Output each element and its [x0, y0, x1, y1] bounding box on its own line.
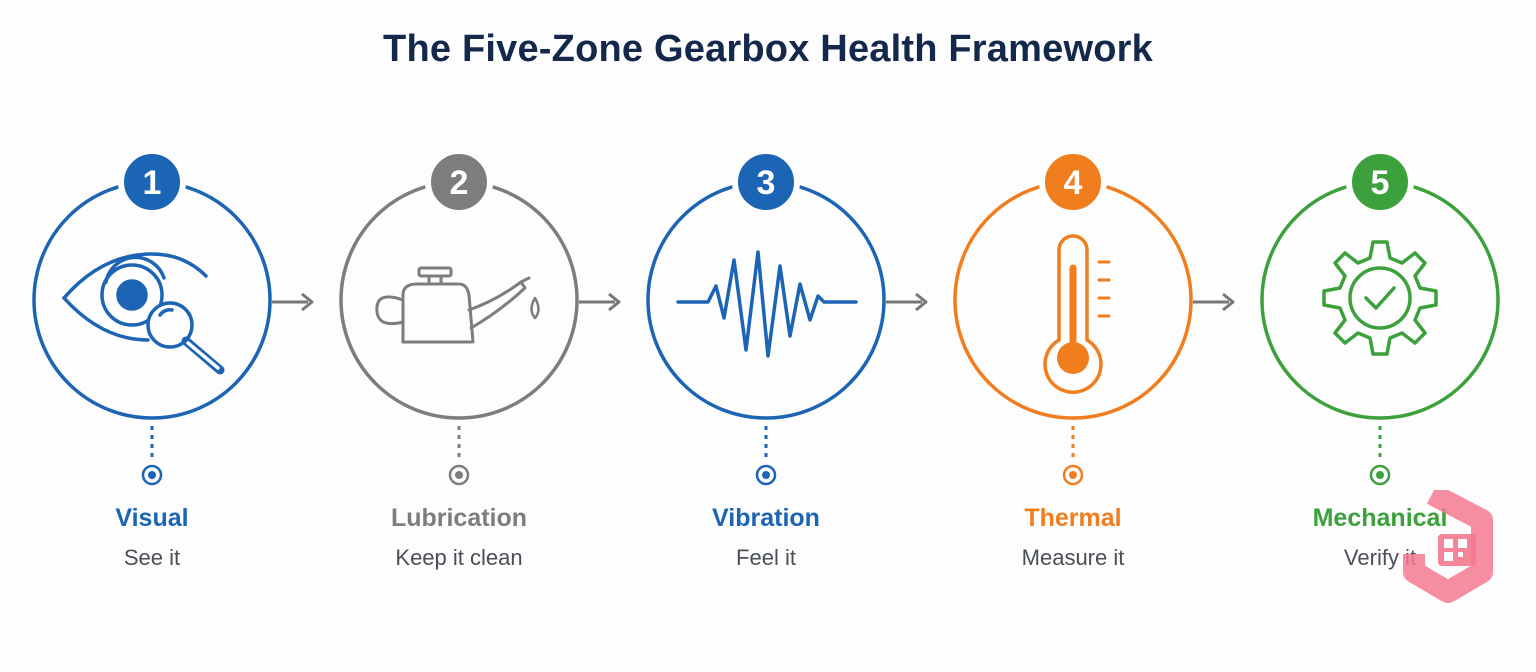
gear-check-icon [1322, 240, 1438, 356]
svg-text:1: 1 [143, 164, 162, 202]
zone-thermal-ring: 4 [953, 150, 1193, 486]
zone-vibration-name: Vibration [712, 504, 820, 532]
zone-lubrication-subtitle: Keep it clean [395, 545, 523, 570]
zone-visual-subtitle: See it [123, 545, 181, 570]
arrow-4-to-5 [1193, 292, 1235, 312]
svg-text:5: 5 [1371, 164, 1390, 202]
zone-lubrication: 2 Lubrication Keep it clean [309, 150, 609, 610]
page-title: The Five-Zone Gearbox Health Framework [383, 28, 1153, 70]
zone-vibration-subtitle: Feel it [736, 545, 796, 570]
arrow-3-to-4 [886, 292, 928, 312]
zone-visual-name: Visual [115, 504, 189, 532]
zone-visual-ring: 1 [32, 150, 272, 486]
oil-can-icon [375, 266, 540, 344]
zone-vibration-ring: 3 [646, 150, 886, 486]
zone-lubrication-ring: 2 [339, 150, 579, 486]
zone-mechanical-ring: 5 [1260, 150, 1500, 486]
watermark-logo [1403, 490, 1493, 603]
thermometer-icon [1043, 234, 1111, 394]
arrow-1-to-2 [272, 292, 314, 312]
vibration-wave-icon [676, 250, 858, 358]
svg-text:2: 2 [450, 164, 469, 202]
zone-lubrication-name: Lubrication [390, 504, 528, 532]
zone-visual: 1 Visual See it [2, 150, 302, 610]
svg-text:3: 3 [757, 164, 776, 202]
zone-mechanical: 5 Mechanical Verify it [1230, 150, 1530, 610]
arrow-2-to-3 [579, 292, 621, 312]
zone-thermal-subtitle: Measure it [1021, 545, 1125, 570]
zone-thermal-name: Thermal [1024, 504, 1122, 532]
zone-vibration: 3 Vibration Feel it [616, 150, 916, 610]
zone-mechanical-name: Mechanical [1312, 504, 1448, 532]
svg-text:4: 4 [1064, 164, 1083, 202]
eye-magnifier-icon [62, 252, 225, 375]
zone-thermal: 4 Thermal Measure it [923, 150, 1223, 610]
